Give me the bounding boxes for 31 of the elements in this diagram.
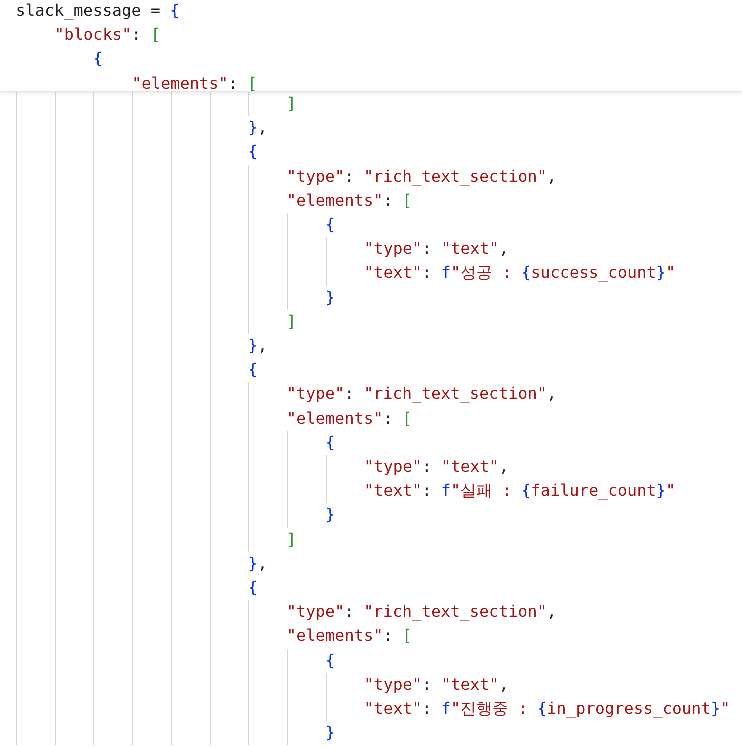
code-line: { xyxy=(248,577,258,599)
code-line: "text": f"실패 : {failure_count}" xyxy=(364,480,676,502)
code-line: "text": f"성공 : {success_count}" xyxy=(364,262,676,284)
code-line: }, xyxy=(248,552,268,575)
code-line: { xyxy=(248,141,258,164)
code-line: slack_message = { xyxy=(16,0,180,22)
code-line: "type": "rich_text_section", xyxy=(286,166,557,188)
code-line: { xyxy=(326,214,336,236)
code-line: { xyxy=(93,48,104,70)
code-line: "text": f"진행중 : {in_progress_count}" xyxy=(364,698,730,720)
code-line: "elements": [ xyxy=(286,190,412,212)
code-line: "type": "rich_text_section", xyxy=(286,601,557,624)
code-line: { xyxy=(326,650,336,672)
code-line: } xyxy=(326,722,336,744)
code-line: }, xyxy=(248,117,268,140)
code-line: "elements": [ xyxy=(286,625,412,648)
code-line: "type": "text", xyxy=(364,238,509,260)
code-line: "type": "text", xyxy=(364,456,509,478)
code-line: "elements": [ xyxy=(132,72,258,95)
code-line: { xyxy=(326,432,336,454)
code-line: ] xyxy=(286,528,297,551)
code-line: "blocks": [ xyxy=(54,24,161,46)
code-line: }, xyxy=(248,335,268,357)
code-line: "type": "text", xyxy=(364,674,509,696)
code-line: { xyxy=(248,359,258,382)
code-line: } xyxy=(326,504,336,526)
code-line: } xyxy=(326,286,336,309)
code-line: "type": "rich_text_section", xyxy=(286,383,557,406)
code-line: "elements": [ xyxy=(286,408,412,430)
code-line: ] xyxy=(286,310,297,333)
code-line: ] xyxy=(286,93,297,115)
